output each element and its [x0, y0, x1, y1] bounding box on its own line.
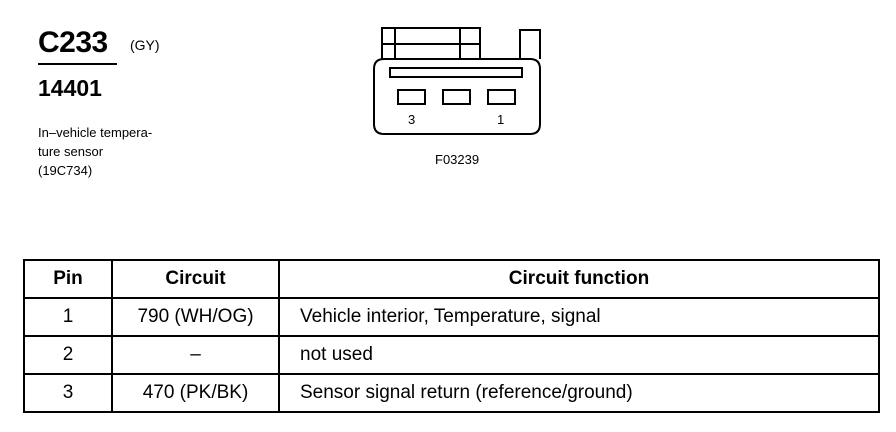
terminal-cavity-1 [487, 89, 516, 105]
cell-pin: 3 [23, 373, 113, 413]
header-circuit-function: Circuit function [278, 259, 880, 299]
cell-circuit: – [111, 335, 280, 375]
cell-function: Vehicle interior, Temperature, signal [278, 297, 880, 337]
table-row: 3 470 (PK/BK) Sensor signal return (refe… [23, 373, 880, 413]
cell-pin: 1 [23, 297, 113, 337]
description-line: (19C734) [38, 163, 93, 178]
connector-face-diagram [373, 27, 541, 135]
table-header-row: Pin Circuit Circuit function [23, 259, 880, 299]
component-description: In–vehicle tempera- ture sensor (19C734) [38, 123, 152, 180]
connector-id: C233 [38, 26, 108, 59]
cell-circuit: 470 (PK/BK) [111, 373, 280, 413]
terminal-cavity-3 [397, 89, 426, 105]
connector-slot [389, 67, 523, 78]
header-pin: Pin [23, 259, 113, 299]
header-circuit: Circuit [111, 259, 280, 299]
description-line: ture sensor [38, 144, 104, 159]
pin-label: 3 [408, 112, 416, 127]
connector-key [519, 29, 541, 59]
connector-body [373, 58, 541, 135]
cell-function: Sensor signal return (reference/ground) [278, 373, 880, 413]
part-number: 14401 [38, 75, 102, 101]
cell-pin: 2 [23, 335, 113, 375]
connector-color-code: (GY) [130, 37, 160, 53]
figure-id: F03239 [435, 152, 480, 167]
connector-id-underline [38, 63, 117, 65]
cell-circuit: 790 (WH/OG) [111, 297, 280, 337]
terminal-cavity-2 [442, 89, 471, 105]
cell-function: not used [278, 335, 880, 375]
pinout-table: Pin Circuit Circuit function 1 790 (WH/O… [23, 259, 880, 413]
table-row: 2 – not used [23, 335, 880, 375]
description-line: In–vehicle tempera- [38, 125, 153, 140]
pin-label: 1 [497, 112, 505, 127]
table-row: 1 790 (WH/OG) Vehicle interior, Temperat… [23, 297, 880, 337]
